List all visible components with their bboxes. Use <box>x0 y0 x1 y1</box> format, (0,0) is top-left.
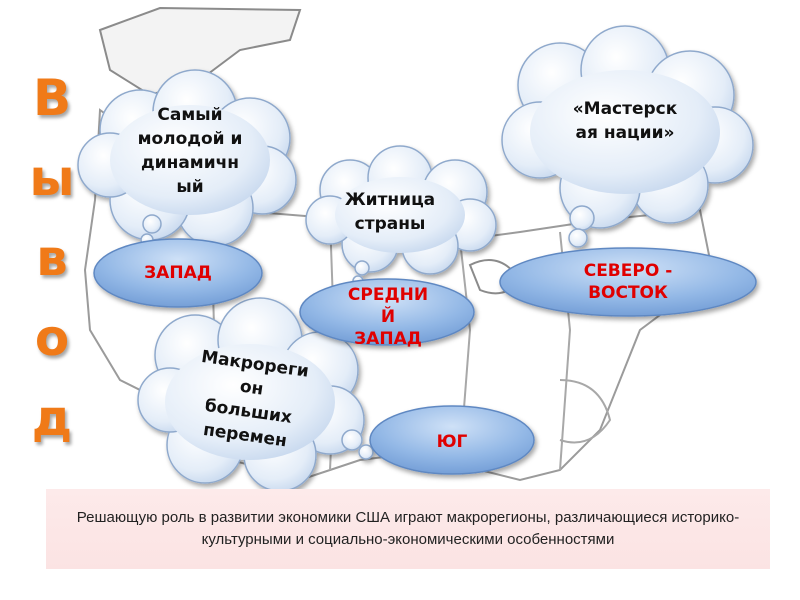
region-west <box>93 238 263 308</box>
cloud-west-text: Самый молодой и динамичн ый <box>137 105 243 197</box>
region-south <box>369 405 535 475</box>
cloud-south-text: Макрореги он больших перемен <box>200 346 311 452</box>
region-midwest <box>299 278 475 346</box>
title-letter-2: ы <box>29 149 75 207</box>
cloud-midwest <box>305 145 497 287</box>
conclusion-text: Решающую роль в развитии экономики США и… <box>76 509 740 548</box>
title-letter-3: в <box>36 229 68 287</box>
region-northeast-label: СЕВЕРО - ВОСТОК <box>583 261 673 303</box>
region-midwest-label: СРЕДНИ Й ЗАПАД <box>347 285 429 349</box>
cloud-midwest-text: Житница страны <box>344 190 436 234</box>
region-northeast <box>499 247 757 317</box>
conclusion-box: Решающую роль в развитии экономики США и… <box>46 489 770 569</box>
cloud-northeast <box>501 25 754 248</box>
title-letter-1: В <box>32 69 72 127</box>
cloud-northeast-text: «Мастерск ая нации» <box>572 99 678 143</box>
cloud-south <box>137 297 374 492</box>
cloud-west <box>77 69 297 247</box>
region-south-label: ЮГ <box>436 432 468 452</box>
title-letter-5: д <box>31 389 73 447</box>
region-west-label: ЗАПАД <box>144 263 212 283</box>
title-letter-4: о <box>34 309 70 367</box>
